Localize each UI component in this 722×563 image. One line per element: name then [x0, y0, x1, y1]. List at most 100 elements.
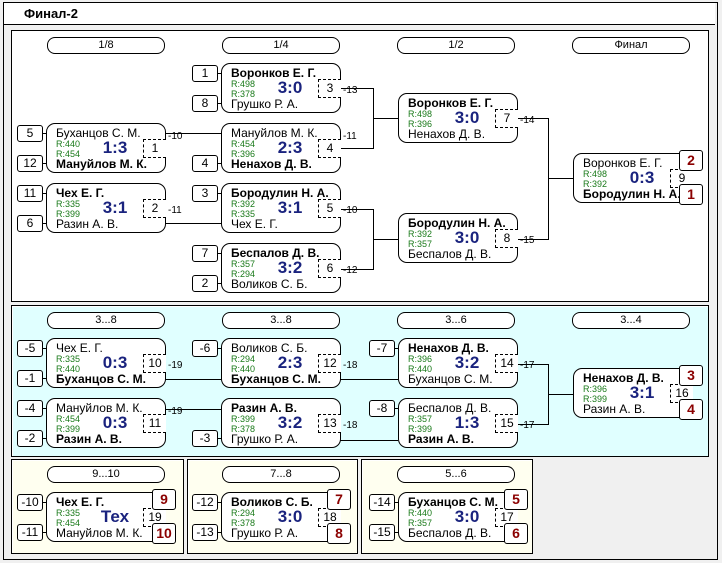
seed-box: 11 [17, 185, 43, 202]
player-2-rating: R:440 [56, 364, 81, 374]
player-2-rating: R:399 [56, 209, 81, 219]
match-number: 5 [318, 199, 341, 218]
seed-box: -10 [17, 494, 43, 511]
player-2-rating: R:294 [231, 269, 256, 279]
player-2-rating: R:335 [231, 209, 256, 219]
final-place-badge: 5 [504, 489, 528, 510]
match-number: 1 [143, 139, 166, 158]
match-number: 3 [318, 79, 341, 98]
match-number: 2 [143, 199, 166, 218]
match-number: 13 [318, 414, 341, 433]
match-score: 3:1 [277, 198, 303, 217]
match-score: 0:3 [102, 353, 128, 372]
player-1-name: Воронков Е. Г. [408, 96, 494, 110]
player-2-name: Мануйлов М. К. [56, 526, 143, 540]
connector [217, 163, 221, 164]
match-score: 1:3 [102, 138, 128, 157]
player-1-name: Беспалов Д. В. [231, 246, 320, 260]
player-2-rating: R:378 [231, 518, 256, 528]
match-score: 3:0 [277, 507, 303, 526]
player-2-name: Грушко Р. А. [231, 97, 299, 111]
loser-destination-label: -10 [168, 131, 183, 142]
connector [42, 408, 46, 409]
connector [394, 348, 398, 349]
player-1-rating: R:498 [583, 169, 608, 179]
player-2-name: Беспалов Д. В. [408, 247, 492, 261]
connector [394, 408, 398, 409]
player-2-rating: R:378 [231, 424, 256, 434]
connector [217, 438, 221, 439]
player-1-rating: R:294 [231, 508, 256, 518]
player-1-rating: R:440 [56, 139, 81, 149]
player-2-name: Воликов С. Б. [231, 277, 308, 291]
match-score: 0:3 [102, 413, 128, 432]
seed-box: -6 [192, 340, 218, 357]
seed-box: -5 [17, 340, 43, 357]
match-number: 12 [318, 354, 341, 373]
loser-destination-label: -18 [343, 420, 358, 431]
player-1-rating: R:440 [408, 508, 433, 518]
seed-box: -4 [17, 400, 43, 417]
match-score: 3:2 [277, 413, 303, 432]
round-header-7-8: 7...8 [222, 466, 340, 483]
loser-destination-label: -17 [520, 420, 535, 431]
match-number: 16 [670, 384, 693, 403]
final-place-badge: 10 [152, 523, 176, 544]
final-place-badge: 3 [679, 365, 703, 386]
seed-box: -7 [369, 340, 395, 357]
final-place-badge: 2 [679, 150, 703, 171]
final-place-badge: 7 [327, 489, 351, 510]
page-title: Финал-2 [24, 6, 78, 21]
round-header-1-8: 1/8 [47, 37, 165, 54]
loser-destination-label: -14 [520, 115, 535, 126]
player-1-name: Чех Е. Г. [56, 341, 103, 355]
match-score: 2:3 [277, 353, 303, 372]
player-2-name: Буханцов С. М. [408, 372, 493, 386]
match-number: 10 [143, 354, 166, 373]
connector [42, 502, 46, 503]
player-1-rating: R:498 [408, 109, 433, 119]
player-1-rating: R:294 [231, 354, 256, 364]
final-place-badge: 4 [679, 399, 703, 420]
round-header-3-8-b: 3...8 [222, 312, 340, 329]
round-header-3-6: 3...6 [397, 312, 515, 329]
loser-destination-label: -10 [343, 205, 358, 216]
round-header-1-2: 1/2 [397, 37, 515, 54]
loser-destination-label: -15 [520, 235, 535, 246]
connector [373, 239, 398, 240]
match-number: 6 [318, 259, 341, 278]
round-header-3-4: 3...4 [572, 312, 690, 329]
connector [42, 438, 46, 439]
match-score: 3:1 [102, 198, 128, 217]
player-2-rating: R:440 [231, 364, 256, 374]
seed-box: -3 [192, 430, 218, 447]
connector [373, 118, 398, 119]
title-bar: Финал-2 [4, 3, 715, 25]
connector [340, 148, 373, 149]
player-2-rating: R:399 [56, 424, 81, 434]
player-2-name: Разин А. В. [56, 217, 119, 231]
connector [217, 253, 221, 254]
connector [340, 209, 373, 210]
connector [217, 283, 221, 284]
seed-box: -11 [17, 524, 43, 541]
